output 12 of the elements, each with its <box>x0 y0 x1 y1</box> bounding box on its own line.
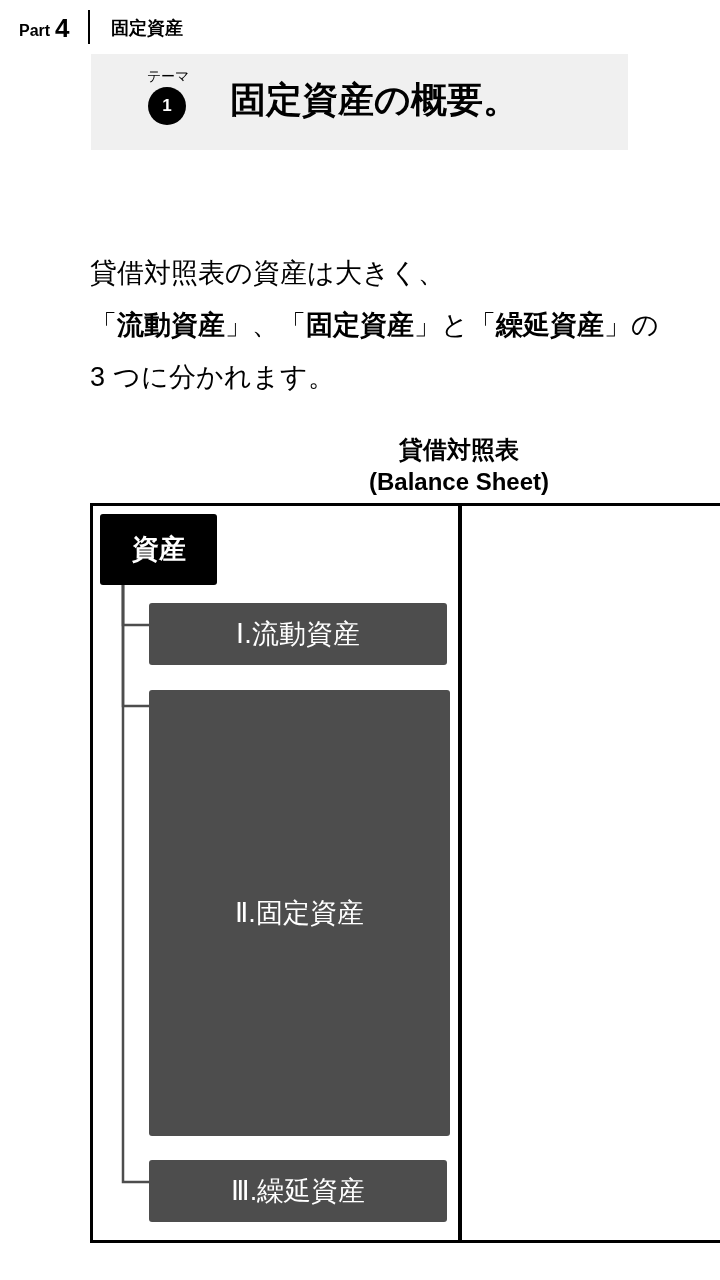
connector-line <box>121 585 149 1184</box>
part-number: 4 <box>55 13 70 43</box>
part-label: Part <box>19 21 51 41</box>
item-box: Ⅲ.繰延資産 <box>149 1160 447 1222</box>
title: 固定資産の概要。 <box>230 78 519 122</box>
item-box: Ⅱ.固定資産 <box>149 690 450 1136</box>
item-box: Ⅰ.流動資産 <box>149 603 447 665</box>
theme-label: テーマ <box>146 67 190 85</box>
section-title: 固定資産 <box>111 17 183 40</box>
intro-paragraph: 貸借対照表の資産は大きく、「流動資産」、「固定資産」と「繰延資産」の3 つに分かれます。 <box>90 257 660 394</box>
heading-box: 資産 <box>100 514 217 585</box>
table-heading: 貸借対照表 (Balance Sheet) <box>367 435 551 497</box>
